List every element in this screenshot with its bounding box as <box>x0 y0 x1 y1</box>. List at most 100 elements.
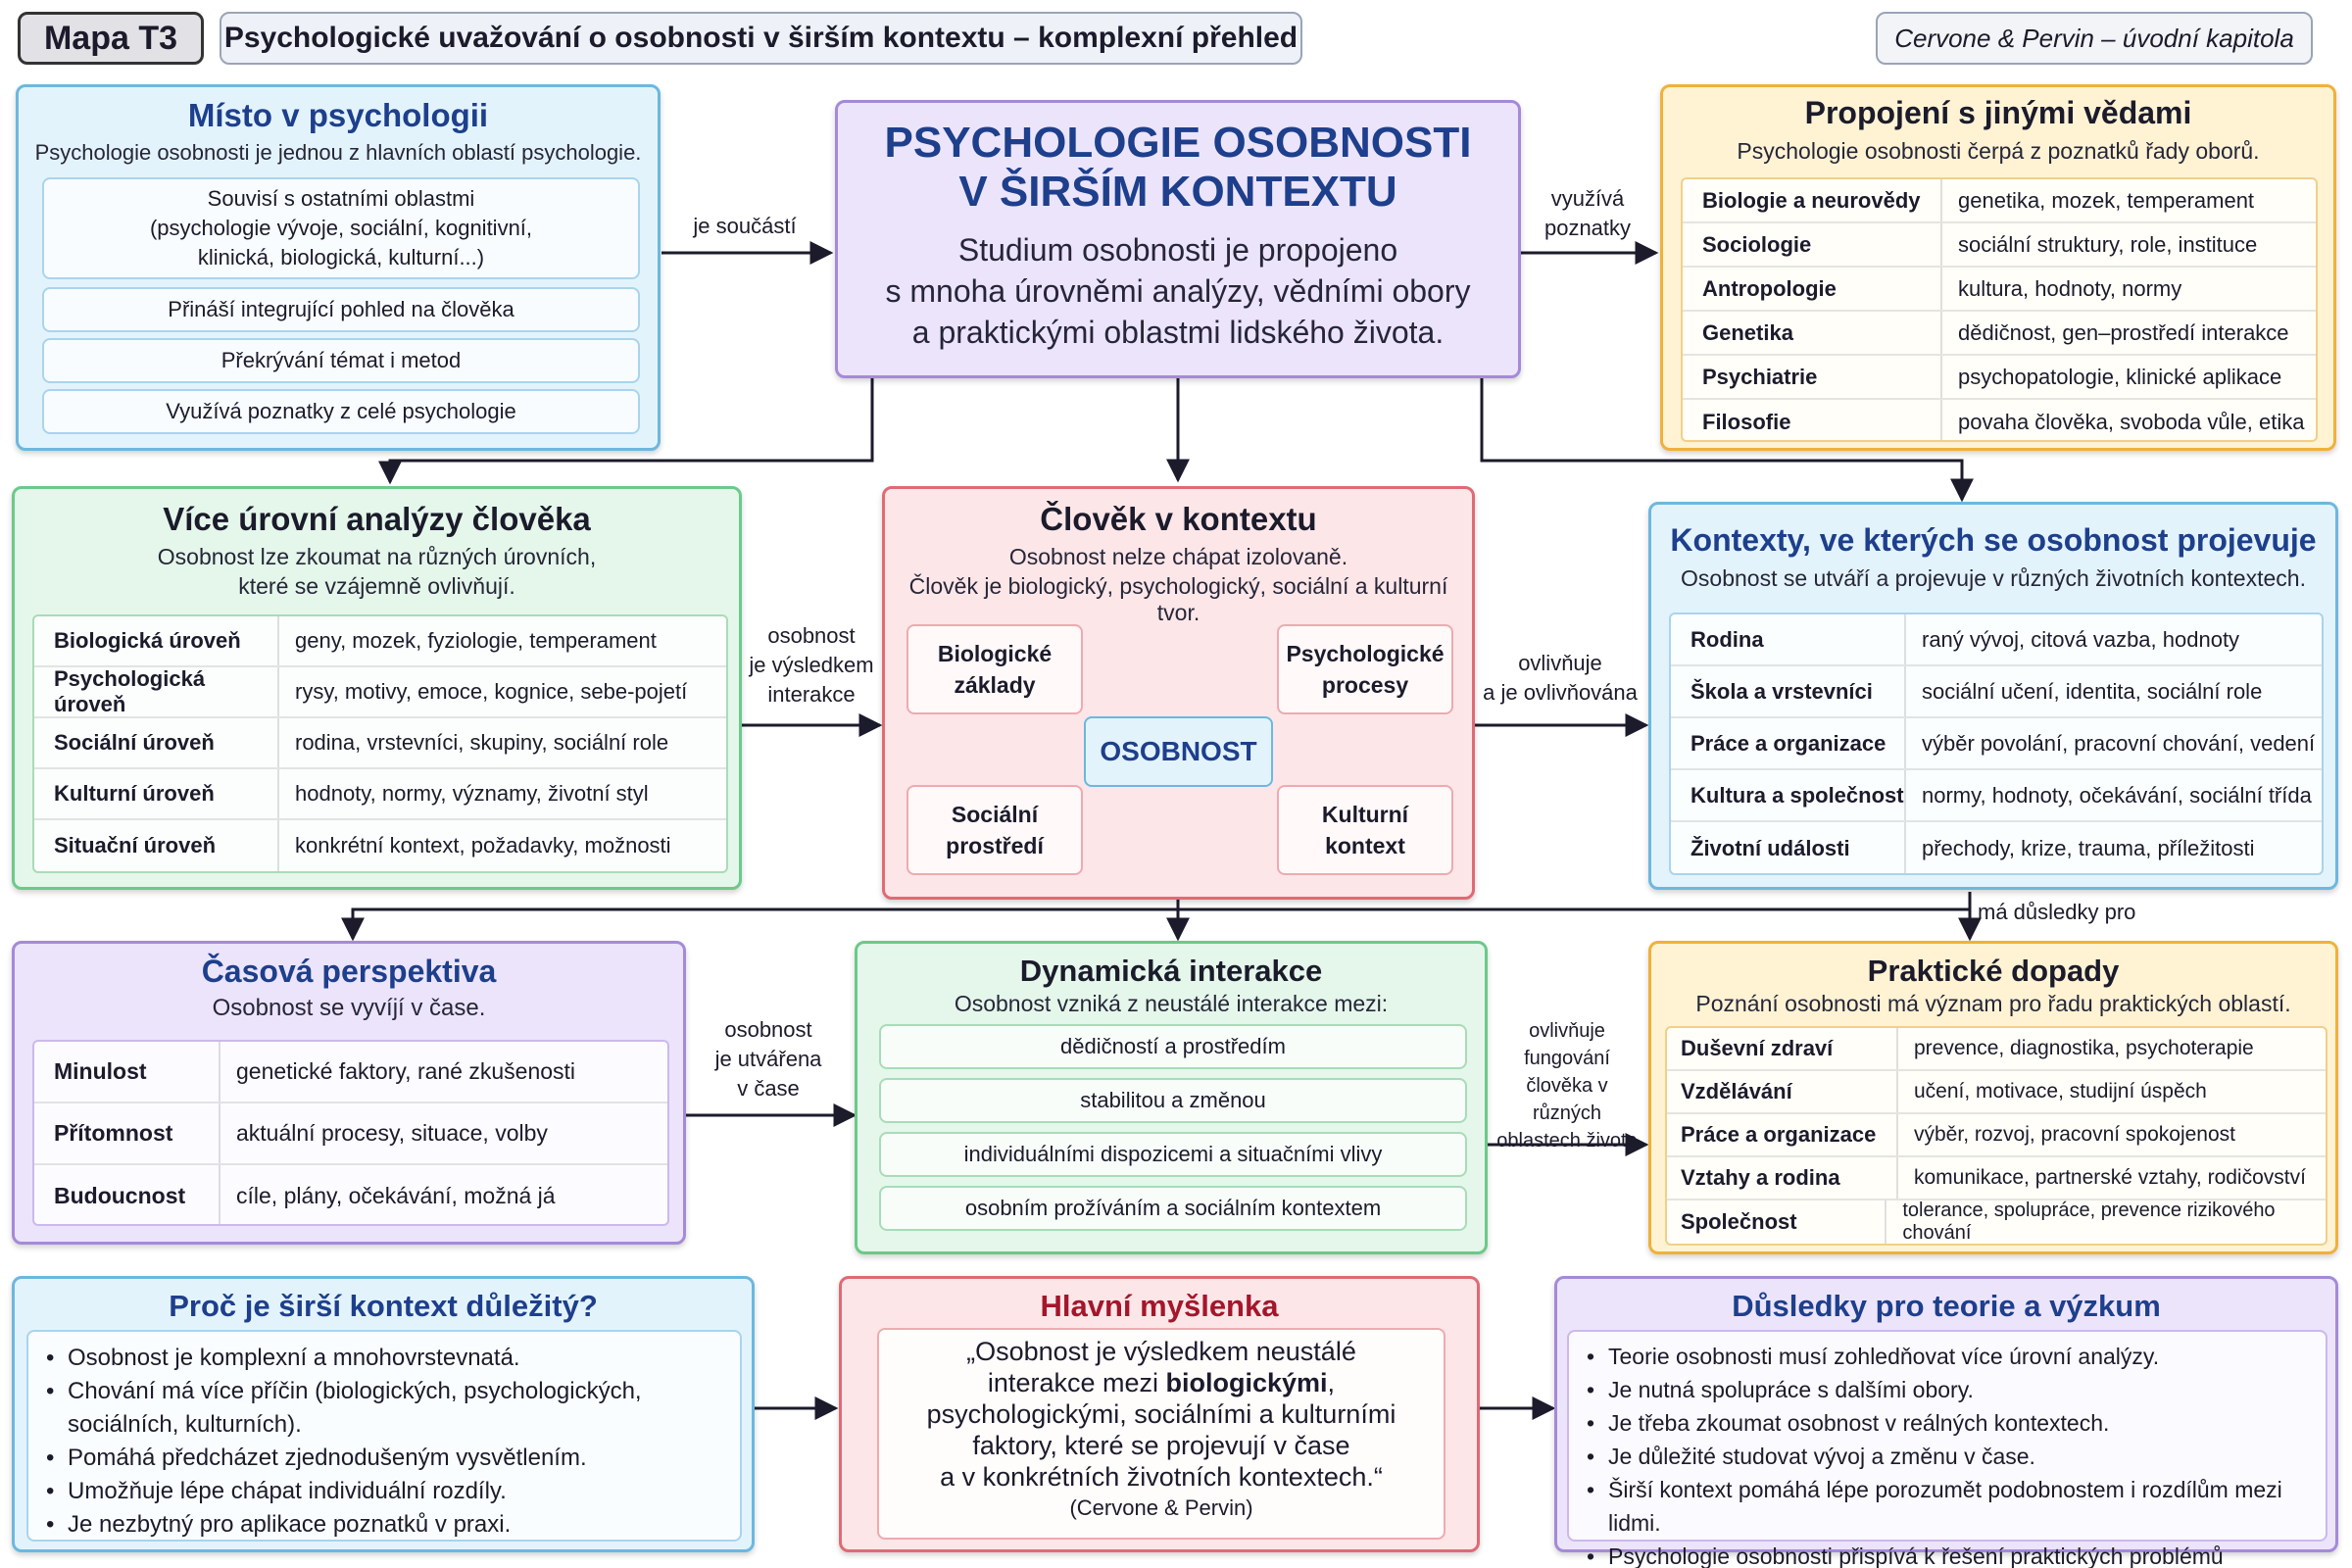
propojeni-val: genetika, mozek, temperament <box>1958 187 2255 213</box>
hlavni-quote-line2a: interakce mezi <box>987 1368 1166 1397</box>
map-label: Mapa T3 <box>18 12 204 65</box>
casova-row: Minulost genetické faktory, rané zkušenos… <box>34 1042 667 1103</box>
kontexty-val: sociální učení, identita, sociální role <box>1922 678 2263 704</box>
misto-item-3-text: Překrývání témat i metod <box>220 348 462 372</box>
dynamicka-title: Dynamická interakce <box>1019 954 1323 988</box>
vice-title: Více úrovní analýzy člověka <box>163 501 591 537</box>
casova-box: Časová perspektiva Osobnost se vyvíjí v … <box>12 941 686 1245</box>
prakticke-val: prevence, diagnostika, psychoterapie <box>1914 1037 2254 1059</box>
dusledky-item: Je třeba zkoumat osobnost v reálných kon… <box>1587 1406 2326 1440</box>
vice-key: Sociální úroveň <box>34 718 279 767</box>
dynamicka-item-2-text: stabilitou a změnou <box>1080 1088 1266 1112</box>
label-vyuziva-line1: využívá <box>1550 186 1625 211</box>
casova-key: Minulost <box>34 1042 220 1102</box>
label-vyuziva-line2: poznatky <box>1544 216 1632 240</box>
kontexty-key: Kultura a společnost <box>1671 770 1906 820</box>
kontexty-key: Životní události <box>1671 822 1906 873</box>
prakticke-val: tolerance, spolupráce, prevence rizikové… <box>1902 1200 2276 1244</box>
dynamicka-item-3: individuálními dispozicemi a situačními … <box>879 1132 1467 1177</box>
vice-key: Kulturní úroveň <box>34 769 279 818</box>
vice-key: Situační úroveň <box>34 820 279 871</box>
hlavni-quote-line4: faktory, které se projevují v čase <box>972 1431 1350 1460</box>
prakticke-box: Praktické dopady Poznání osobnosti má vý… <box>1648 941 2338 1254</box>
source-label-text: Cervone & Pervin – úvodní kapitola <box>1894 23 2294 53</box>
label-fungovani-line4: oblastech života <box>1496 1130 1638 1152</box>
clovek-bio-line2: základy <box>954 672 1036 698</box>
center-text-line2: s mnoha úrovněmi analýzy, vědními obory <box>885 273 1471 309</box>
center-text-line3: a praktickými oblastmi lidského života. <box>911 315 1445 350</box>
dynamicka-item-4-text: osobním prožíváním a sociálním kontextem <box>964 1196 1382 1220</box>
propojeni-val: dědičnost, gen–prostředí interakce <box>1958 319 2289 345</box>
hlavni-quote-line2: interakce mezi biologickými, <box>879 1367 1444 1398</box>
vice-val: geny, mozek, fyziologie, temperament <box>295 628 657 653</box>
propojeni-val: povaha člověka, svoboda vůle, etika <box>1958 409 2305 434</box>
dynamicka-item-1: dědičností a prostředím <box>879 1024 1467 1069</box>
misto-box: Místo v psychologii Psychologie osobnost… <box>16 84 661 451</box>
kontexty-title: Kontexty, ve kterých se osobnost projevu… <box>1670 522 2317 558</box>
misto-item-4-text: Využívá poznatky z celé psychologie <box>166 399 516 423</box>
casova-val: aktuální procesy, situace, volby <box>236 1120 548 1146</box>
casova-val: genetické faktory, rané zkušenosti <box>236 1058 576 1084</box>
proc-title: Proč je širší kontext důležitý? <box>169 1289 598 1323</box>
propojeni-row: Filosofie povaha člověka, svoboda vůle, e… <box>1683 400 2316 440</box>
vice-key: Psychologická úroveň <box>34 666 279 716</box>
prakticke-val: komunikace, partnerské vztahy, rodičovst… <box>1914 1166 2306 1189</box>
clovek-psy-line1: Psychologické <box>1286 641 1445 666</box>
misto-item-4: Využívá poznatky z celé psychologie <box>42 389 640 434</box>
misto-subtitle: Psychologie osobnosti je jednou z hlavní… <box>34 140 642 165</box>
map-label-text: Mapa T3 <box>43 19 178 57</box>
proc-item: Umožňuje lépe chápat individuální rozdíl… <box>46 1475 740 1508</box>
page-title-text: Psychologické uvažování o osobnosti v ši… <box>223 22 1298 54</box>
clovek-psy: Psychologické procesy <box>1277 624 1453 714</box>
dusledky-item: Je nutná spolupráce s dalšími obory. <box>1587 1373 2326 1406</box>
dusledky-item: Je důležité studovat vývoj a změnu v čas… <box>1587 1440 2326 1473</box>
label-utvarena-line1: osobnost <box>724 1017 812 1042</box>
vice-box: Více úrovní analýzy člověka Osobnost lze… <box>12 486 742 890</box>
misto-title: Místo v psychologii <box>187 97 489 133</box>
label-osobnost-vysledkem-line3: interakce <box>767 682 856 707</box>
misto-item-1-line3: klinická, biologická, kulturní...) <box>197 245 485 270</box>
center-title-line2: V ŠIRŠÍM KONTEXTU <box>958 168 1397 216</box>
propojeni-key: Filosofie <box>1683 400 1942 440</box>
kontexty-key: Práce a organizace <box>1671 718 1906 768</box>
label-fungovani-line1: ovlivňuje <box>1529 1020 1605 1042</box>
casova-subtitle: Osobnost se vyvíjí v čase. <box>212 995 486 1021</box>
propojeni-title: Propojení s jinými vědami <box>1804 95 2192 130</box>
prakticke-val: učení, motivace, studijní úspěch <box>1914 1080 2207 1102</box>
dusledky-box: Důsledky pro teorie a výzkum Teorie osob… <box>1554 1276 2338 1568</box>
label-vyuziva: využívá poznatky <box>1524 184 1651 243</box>
clovek-soc-line2: prostředí <box>946 833 1044 858</box>
dynamicka-item-2: stabilitou a změnou <box>879 1078 1467 1123</box>
hlavni-quote-line2c: , <box>1327 1368 1336 1397</box>
clovek-bio: Biologické základy <box>906 624 1083 714</box>
label-osobnost-vysledkem: osobnost je výsledkem interakce <box>745 621 878 710</box>
clovek-kul: Kulturní kontext <box>1277 785 1453 875</box>
label-osobnost-vysledkem-line1: osobnost <box>767 623 856 648</box>
hlavni-title: Hlavní myšlenka <box>1040 1289 1279 1323</box>
propojeni-key: Psychiatrie <box>1683 356 1942 398</box>
vice-subtitle-line2: které se vzájemně ovlivňují. <box>238 573 515 599</box>
dynamicka-subtitle: Osobnost vzniká z neustálé interakce mez… <box>954 991 1389 1016</box>
proc-item: Pomáhá předcházet zjednodušeným vysvětle… <box>46 1442 740 1475</box>
dusledky-item: Širší kontext pomáhá lépe porozumět podo… <box>1587 1473 2326 1540</box>
hlavni-quote-line1: „Osobnost je výsledkem neustálé <box>966 1337 1356 1366</box>
hlavni-quote-panel: „Osobnost je výsledkem neustálé interakc… <box>877 1328 1446 1540</box>
proc-list: Osobnost je komplexní a mnohovrstevnatá.… <box>28 1332 740 1542</box>
misto-item-2-text: Přináší integrující pohled na člověka <box>168 297 514 321</box>
